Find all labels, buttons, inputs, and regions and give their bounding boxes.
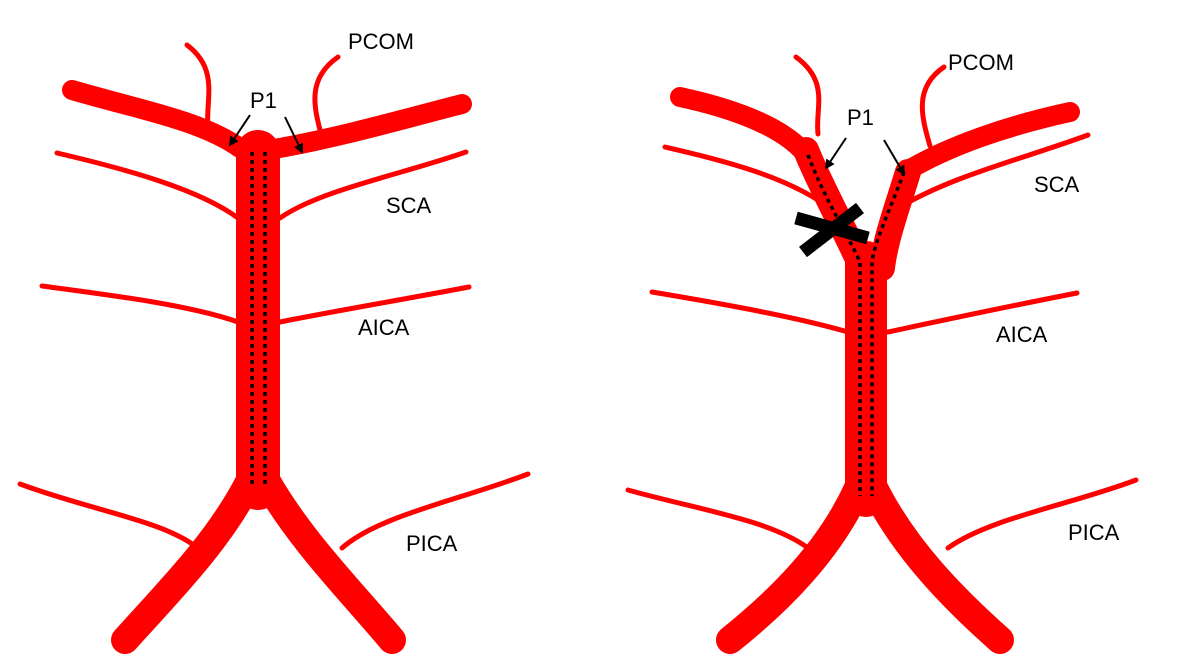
left-vertebral-left [111,466,264,654]
right-label-pica: PICA [1068,520,1120,545]
left-label-pica: PICA [406,531,458,556]
right-pca-left [670,87,820,170]
right-pica-right [945,477,1139,551]
right-pica-left [625,487,811,551]
right-aica-right [885,290,1080,335]
left-pcom-right [312,54,341,141]
left-sca-right [277,149,469,221]
right-sca-right [892,132,1091,213]
left-pica-right [339,471,531,551]
right-label-p1: P1 [847,105,874,130]
left-label-sca: SCA [386,193,432,218]
left-pica-left [17,481,198,549]
left-aica-left [39,283,241,325]
left-p1-arrow-left [228,114,251,147]
left-sca-left [54,150,241,221]
right-label-aica: AICA [996,322,1048,347]
left-pca-left [62,80,268,160]
left-pcom-left [184,42,212,133]
right-pcom-right [919,64,947,149]
left-vertebral-right [252,466,406,654]
right-vertebral-left [716,474,872,654]
right-dotted-line-left [806,154,862,496]
left-label-p1: P1 [250,88,277,113]
left-pca-right [258,94,472,160]
right-p1-arrow-right [883,139,906,176]
right-pcom-left [793,54,822,137]
right-vertebral-right [860,474,1014,654]
left-aica-right [277,284,472,325]
occlusion-x-marker [794,202,870,258]
left-label-pcom: PCOM [348,29,414,54]
right-label-sca: SCA [1034,172,1080,197]
left-label-aica: AICA [358,315,410,340]
right-dotted-line-right [870,171,906,496]
left-p1-arrow-right [284,116,304,154]
right-panel: PCOM P1 SCA AICA PICA [625,50,1139,654]
right-label-pcom: PCOM [948,50,1014,75]
right-p1-arrow-left [824,137,847,170]
right-aica-left [649,289,851,335]
right-pca-right [895,102,1080,182]
left-panel: PCOM P1 SCA AICA PICA [17,29,531,654]
